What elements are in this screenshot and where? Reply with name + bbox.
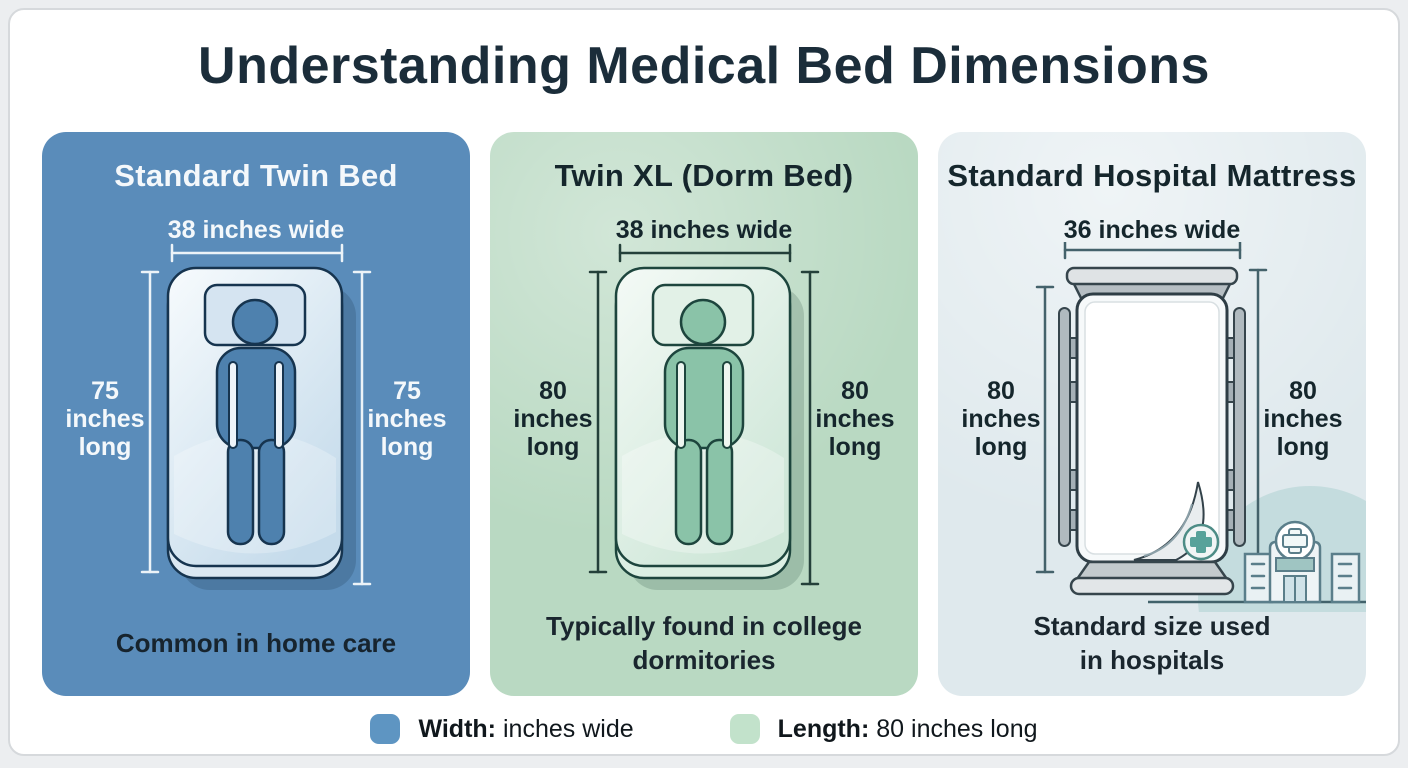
length-color-swatch [729,714,760,744]
panel-standard-twin-bed: Standard Twin Bed 38 inches wide 75 inch… [42,132,470,696]
dimension-lines [588,243,820,586]
length-unit: long [1276,433,1330,461]
legend-value: inches wide [503,714,634,743]
length-unit: long [974,433,1028,461]
mattress-sheen [622,432,784,554]
mattress-sheen [174,432,336,554]
medical-cross-badge-icon [1182,523,1220,561]
legend-label: Width: [418,714,496,743]
twin-xl-bed-illustration [588,243,820,590]
length-dimension-label-left: 80 inches long [507,377,599,461]
length-unit: long [828,433,882,461]
legend-text: Length:80 inches long [778,715,1038,744]
panel-title: Standard Hospital Mattress [947,158,1357,193]
legend-value: 80 inches long [876,714,1038,743]
length-dimension-label-left: 75 inches long [59,377,151,461]
width-dimension-label: 38 inches wide [615,216,793,244]
person-icon [215,298,297,546]
length-value: 75 [393,377,421,405]
length-unit: inches [1263,405,1343,433]
width-color-swatch [370,714,401,744]
length-value: 80 [987,377,1015,405]
length-value: 80 [539,377,567,405]
width-dimension-label: 38 inches wide [167,216,345,244]
length-unit: inches [815,405,895,433]
legend-text: Width:inches wide [418,715,633,744]
person-icon [663,298,745,546]
length-dimension-label-right: 80 inches long [1257,377,1349,461]
panel-caption: Typically found in college dormitories [546,611,862,675]
length-unit: inches [513,405,593,433]
dimension-lines [140,243,372,586]
panel-caption: Common in home care [115,628,397,658]
length-dimension-label-right: 80 inches long [809,377,901,461]
legend: Width:inches wide Length:80 inches long [0,714,1408,744]
panel-title: Standard Twin Bed [114,158,398,193]
panel-standard-hospital-mattress: Standard Hospital Mattress 36 inches wid… [938,132,1366,696]
length-dimension-label-left: 80 inches long [955,377,1047,461]
panel-title: Twin XL (Dorm Bed) [554,158,854,193]
panel-caption: Standard size used in hospitals [1033,611,1271,675]
length-value: 75 [91,377,119,405]
length-unit: inches [961,405,1041,433]
length-value: 80 [841,377,869,405]
hospital-building-icon [1243,520,1361,604]
length-unit: long [526,433,580,461]
length-unit: inches [367,405,447,433]
hospital-bed-illustration [1035,242,1366,612]
twin-bed-illustration [140,243,372,590]
legend-item-width: Width:inches wide [370,714,634,744]
length-unit: long [380,433,434,461]
legend-item-length: Length:80 inches long [729,714,1038,744]
panel-twin-xl: Twin XL (Dorm Bed) 38 inches wide 80 inc… [490,132,918,696]
legend-label: Length: [777,714,870,743]
length-value: 80 [1289,377,1317,405]
width-dimension-label: 36 inches wide [1063,216,1241,244]
length-dimension-label-right: 75 inches long [361,377,453,461]
length-unit: long [78,433,132,461]
page-title: Understanding Medical Bed Dimensions [198,37,1210,95]
footboard [1069,560,1235,596]
length-unit: inches [65,405,145,433]
